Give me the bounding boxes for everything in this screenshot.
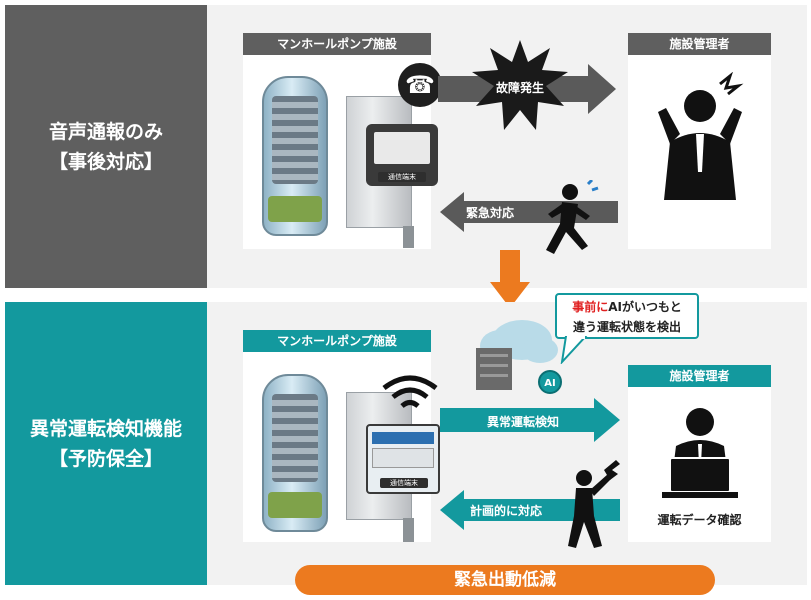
bottom-section-label: 異常運転検知機能 【予防保全】 [5, 302, 207, 585]
phone-icon: ☎ [398, 63, 442, 107]
planned-arrow-label: 計画的に対応 [470, 504, 543, 518]
top-label-line1: 音声通報のみ [48, 120, 163, 143]
anomaly-arrow-label: 異常運転検知 [486, 415, 559, 429]
top-facility-title: マンホールポンプ施設 [243, 33, 431, 55]
top-label-line2: 【事後対応】 [48, 150, 163, 173]
bottom-terminal-label: 通信端末 [380, 478, 428, 488]
bottom-manager-title: 施設管理者 [628, 365, 771, 387]
cloud-server-icon [476, 320, 558, 390]
callout-highlight: 事前に [572, 300, 609, 314]
footer-banner: 緊急出動低減 [295, 565, 715, 595]
ai-detection-callout: 事前にAIがいつもと 違う運転状態を検出 [555, 293, 699, 339]
failure-arrow-label: 故障発生 [495, 81, 544, 95]
bottom-facility-title: マンホールポンプ施設 [243, 330, 431, 352]
laptop-manager-icon [662, 408, 738, 498]
distressed-manager-icon [658, 72, 744, 200]
top-terminal-device: 通信端末 [366, 124, 438, 186]
bottom-cabinet-pole [403, 518, 414, 542]
explosion-burst-icon [472, 40, 568, 130]
bottom-manager-caption: 運転データ確認 [657, 513, 742, 527]
transition-down-arrow [490, 250, 530, 308]
top-section-label: 音声通報のみ 【事後対応】 [5, 5, 207, 288]
callout-line1: AIがいつもと [608, 300, 682, 314]
anomaly-detection-arrow [440, 398, 620, 442]
callout-line2: 違う運転状態を検出 [572, 320, 681, 334]
emergency-arrow-label: 緊急対応 [466, 206, 515, 220]
top-terminal-label: 通信端末 [378, 172, 426, 182]
worker-wrench-icon [568, 460, 620, 548]
bottom-terminal-device: 通信端末 [366, 424, 440, 494]
top-manager-title: 施設管理者 [628, 33, 771, 55]
footer-banner-text: 緊急出動低減 [454, 570, 556, 590]
running-person-icon [546, 180, 599, 254]
ai-badge-icon: AI [538, 370, 562, 394]
top-cabinet-pole [403, 226, 414, 248]
wireless-signal-icon [382, 375, 438, 408]
top-manhole-tank-illustration [262, 76, 328, 236]
bottom-label-line1: 異常運転検知機能 [29, 417, 182, 440]
bottom-label-line2: 【予防保全】 [48, 447, 163, 470]
callout-tail [560, 336, 588, 364]
bottom-manhole-tank-illustration [262, 374, 328, 532]
